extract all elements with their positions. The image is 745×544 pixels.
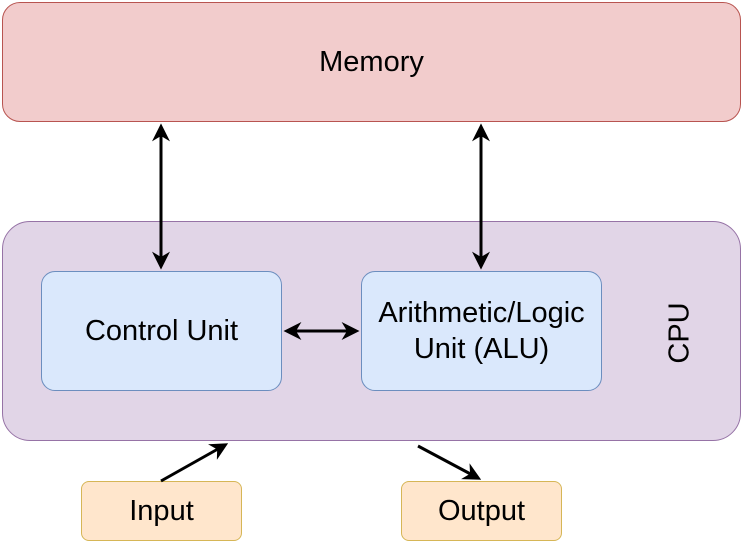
output-label: Output <box>437 494 526 527</box>
cpu-label: CPU <box>663 302 696 364</box>
input-box: Input <box>81 481 242 541</box>
alu-label-line1: Arithmetic/Logic <box>378 297 585 329</box>
alu-label-line2: Unit (ALU) <box>413 333 550 365</box>
output-box: Output <box>401 481 562 541</box>
input-label: Input <box>129 494 194 527</box>
cpu-output-arrow <box>417 444 482 480</box>
memory-label: Memory <box>319 45 424 78</box>
memory-box: Memory <box>2 2 741 122</box>
control-unit-box: Control Unit <box>41 271 282 391</box>
control-unit-label: Control Unit <box>84 314 239 347</box>
alu-box: Arithmetic/Logic Unit (ALU) <box>361 271 602 391</box>
input-cpu-arrow <box>160 443 229 483</box>
